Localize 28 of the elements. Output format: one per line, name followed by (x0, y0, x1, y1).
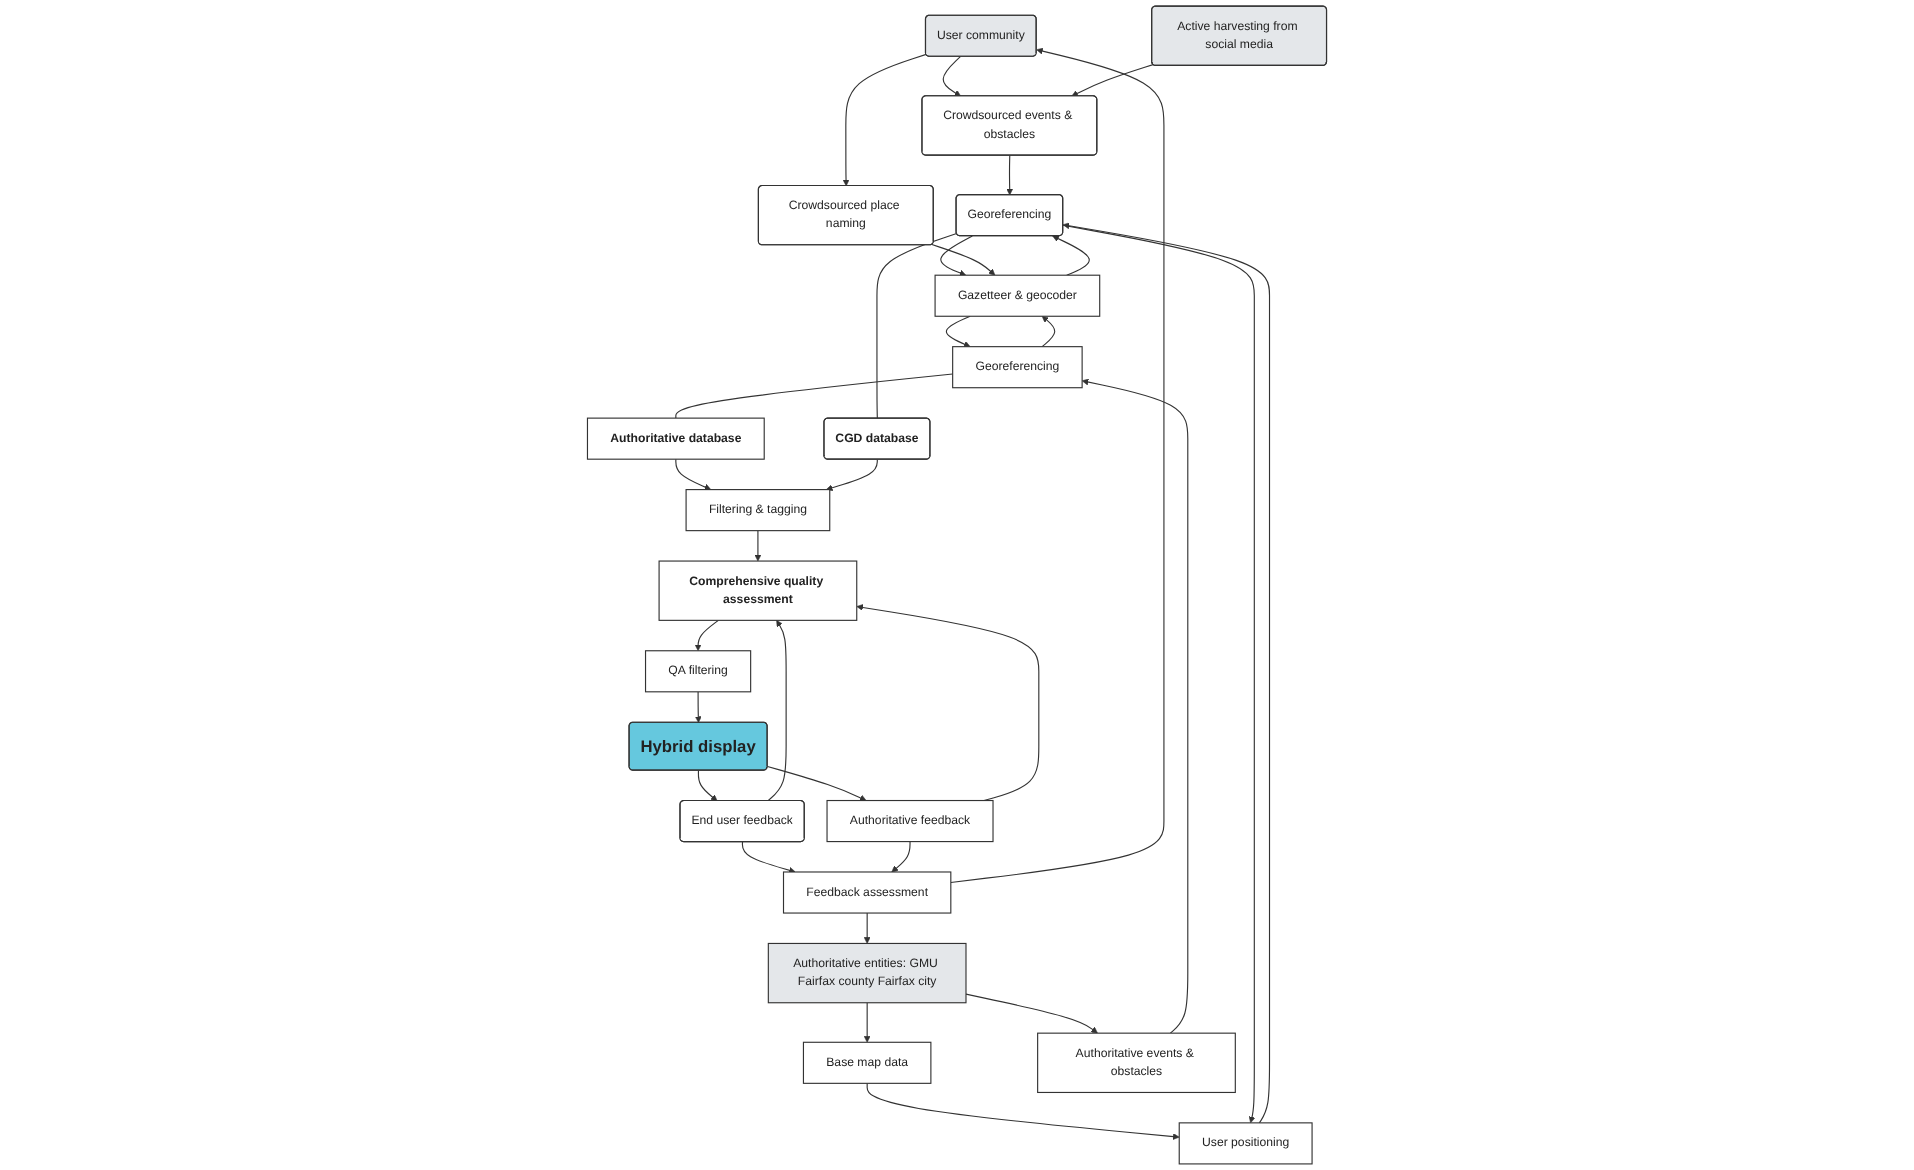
arrow (767, 620, 787, 802)
arrow (1041, 315, 1056, 348)
arrow (1081, 378, 1189, 1034)
arrow (826, 459, 878, 492)
arrow (1052, 235, 1090, 276)
arrow (1006, 154, 1013, 196)
arrow (945, 315, 971, 348)
arrow (1071, 64, 1154, 97)
arrow (863, 1002, 871, 1043)
arrow (931, 244, 996, 276)
arrow (891, 841, 911, 873)
arrow (754, 530, 762, 562)
arrow (695, 691, 702, 723)
arrow (863, 912, 871, 944)
arrow (942, 56, 962, 97)
arrow (766, 765, 867, 801)
arrow (741, 841, 796, 874)
connector (675, 373, 954, 419)
arrow (675, 458, 712, 491)
arrow (866, 1082, 1180, 1140)
arrow (856, 604, 1040, 802)
connector (876, 232, 958, 420)
arrow (694, 619, 719, 652)
arrow (842, 53, 927, 187)
arrow (950, 47, 1165, 883)
arrow (697, 769, 718, 802)
arrow (940, 235, 973, 277)
arrow (965, 993, 1098, 1034)
